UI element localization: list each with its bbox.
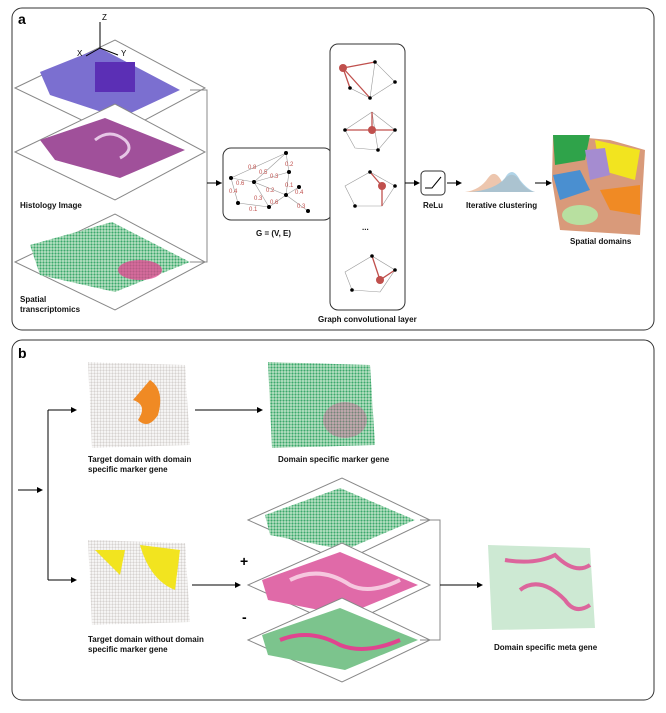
target-domain-with-marker-map — [88, 362, 190, 448]
bracket-connector — [420, 519, 441, 641]
marker-gene-label: Domain specific marker gene — [278, 455, 390, 464]
panel-a-frame — [11, 7, 655, 331]
gcn-box: ... — [329, 43, 406, 311]
edge-weight: 0.6 — [236, 181, 245, 187]
edge-weight: 0.1 — [249, 207, 258, 213]
edge-weight: 0.4 — [229, 189, 238, 195]
meta-gene-label: Domain specific meta gene — [494, 643, 598, 652]
target-with-label-2: specific marker gene — [88, 465, 168, 474]
axes-icon: Z X Y — [77, 13, 127, 58]
spatial-domains-label: Spatial domains — [570, 237, 632, 246]
edge-weight: 0.3 — [254, 196, 263, 202]
target-without-label-1: Target domain without domain — [88, 635, 204, 644]
edge-weight: 0.2 — [285, 162, 294, 168]
meta-gene-map — [488, 545, 595, 630]
density-curves-icon — [465, 171, 535, 192]
target-with-label-1: Target domain with domain — [88, 455, 192, 464]
edge-weight: 0.3 — [297, 204, 306, 210]
axis-x-label: X — [77, 49, 83, 58]
bracket-connector — [190, 89, 222, 263]
relu-label: ReLu — [423, 201, 443, 210]
graph-box: 0.8 0.5 0.2 0.3 0.6 0.1 0.4 0.2 0.4 0.3 … — [222, 147, 333, 221]
spatial-domains-map — [552, 135, 645, 235]
relu-icon — [420, 170, 446, 196]
edge-weight: 0.5 — [259, 170, 268, 176]
ellipsis: ... — [362, 223, 369, 232]
plus-sign: + — [240, 553, 248, 569]
edge-weight: 0.2 — [266, 188, 275, 194]
meta-gene-stack — [246, 477, 432, 683]
edge-weight: 0.3 — [270, 174, 279, 180]
edge-weight: 0.1 — [285, 183, 294, 189]
target-without-label-2: specific marker gene — [88, 645, 168, 654]
graph-label: G = (V, E) — [256, 229, 291, 238]
edge-weight: 0.6 — [270, 200, 279, 206]
marker-gene-map — [268, 362, 375, 448]
axis-z-label: Z — [102, 13, 107, 22]
minus-sign: - — [242, 609, 247, 625]
panel-b-frame — [11, 339, 655, 701]
histology-image-layer — [13, 103, 207, 201]
gcn-label: Graph convolutional layer — [318, 315, 417, 324]
axis-y-label: Y — [121, 49, 127, 58]
3d-model-layer — [13, 39, 207, 137]
transcriptomics-label: transcriptomics — [20, 305, 81, 314]
histology-image-label: Histology Image — [20, 201, 82, 210]
target-domain-without-marker-map — [88, 540, 190, 625]
clustering-label: Iterative clustering — [466, 201, 537, 210]
edge-weight: 0.4 — [295, 190, 304, 196]
edge-weight: 0.8 — [248, 165, 257, 171]
spatial-label: Spatial — [20, 295, 46, 304]
panel-b-label: b — [18, 345, 27, 361]
panel-a-label: a — [18, 11, 26, 27]
